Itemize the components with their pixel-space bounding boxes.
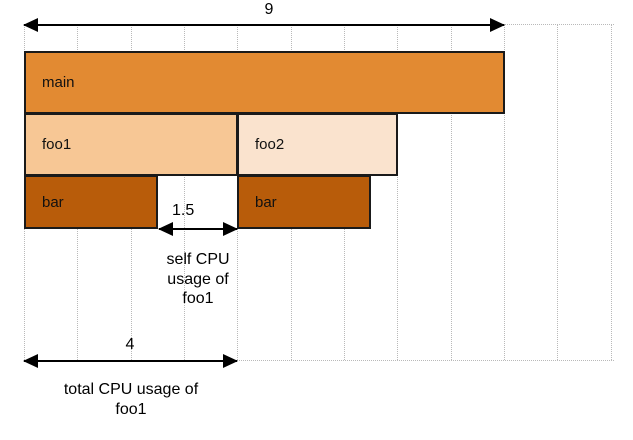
grid-line-vertical xyxy=(184,24,185,360)
flame-frame-main[interactable]: main xyxy=(24,51,505,114)
arrow-shaft xyxy=(159,228,237,230)
flame-frame-label: bar xyxy=(255,193,277,211)
flame-frame-label: bar xyxy=(42,193,64,211)
flame-frame-bar-right[interactable]: bar xyxy=(237,175,371,229)
measure-value-self-cpu-foo1: 1.5 xyxy=(172,202,195,219)
caption-line: usage of xyxy=(167,270,229,288)
flame-frame-foo2[interactable]: foo2 xyxy=(237,113,398,176)
grid-line-vertical xyxy=(557,24,558,360)
flame-frame-bar-left[interactable]: bar xyxy=(24,175,158,229)
grid-line-horizontal-bottom xyxy=(24,360,614,361)
arrow-head-right-icon xyxy=(223,354,238,368)
measure-value-total-cpu-foo1: 4 xyxy=(125,336,135,353)
arrow-head-right-icon xyxy=(490,18,505,32)
arrow-head-left-icon xyxy=(158,222,173,236)
arrow-shaft xyxy=(24,24,504,26)
grid-line-vertical xyxy=(397,24,398,360)
flame-frame-label: main xyxy=(42,74,75,91)
grid-line-vertical xyxy=(504,24,505,360)
flame-frame-foo1[interactable]: foo1 xyxy=(24,113,238,176)
arrow-head-left-icon xyxy=(23,18,38,32)
arrow-head-left-icon xyxy=(23,354,38,368)
caption-line: self CPU xyxy=(166,251,230,268)
flame-frame-label: foo1 xyxy=(42,136,72,153)
caption-line: foo1 xyxy=(115,400,147,418)
arrow-shaft xyxy=(24,360,237,362)
caption-line: foo1 xyxy=(182,290,214,308)
measure-caption-self-cpu-foo1: self CPU usage of foo1 xyxy=(133,250,263,309)
caption-line: total CPU usage of xyxy=(63,381,199,398)
measure-caption-total-cpu-foo1: total CPU usage of foo1 xyxy=(40,380,222,419)
flame-frame-label: foo2 xyxy=(255,136,285,153)
arrow-head-right-icon xyxy=(223,222,238,236)
measure-value-total-width: 9 xyxy=(264,1,274,18)
grid-line-vertical xyxy=(451,24,452,360)
grid-line-vertical xyxy=(611,24,612,360)
